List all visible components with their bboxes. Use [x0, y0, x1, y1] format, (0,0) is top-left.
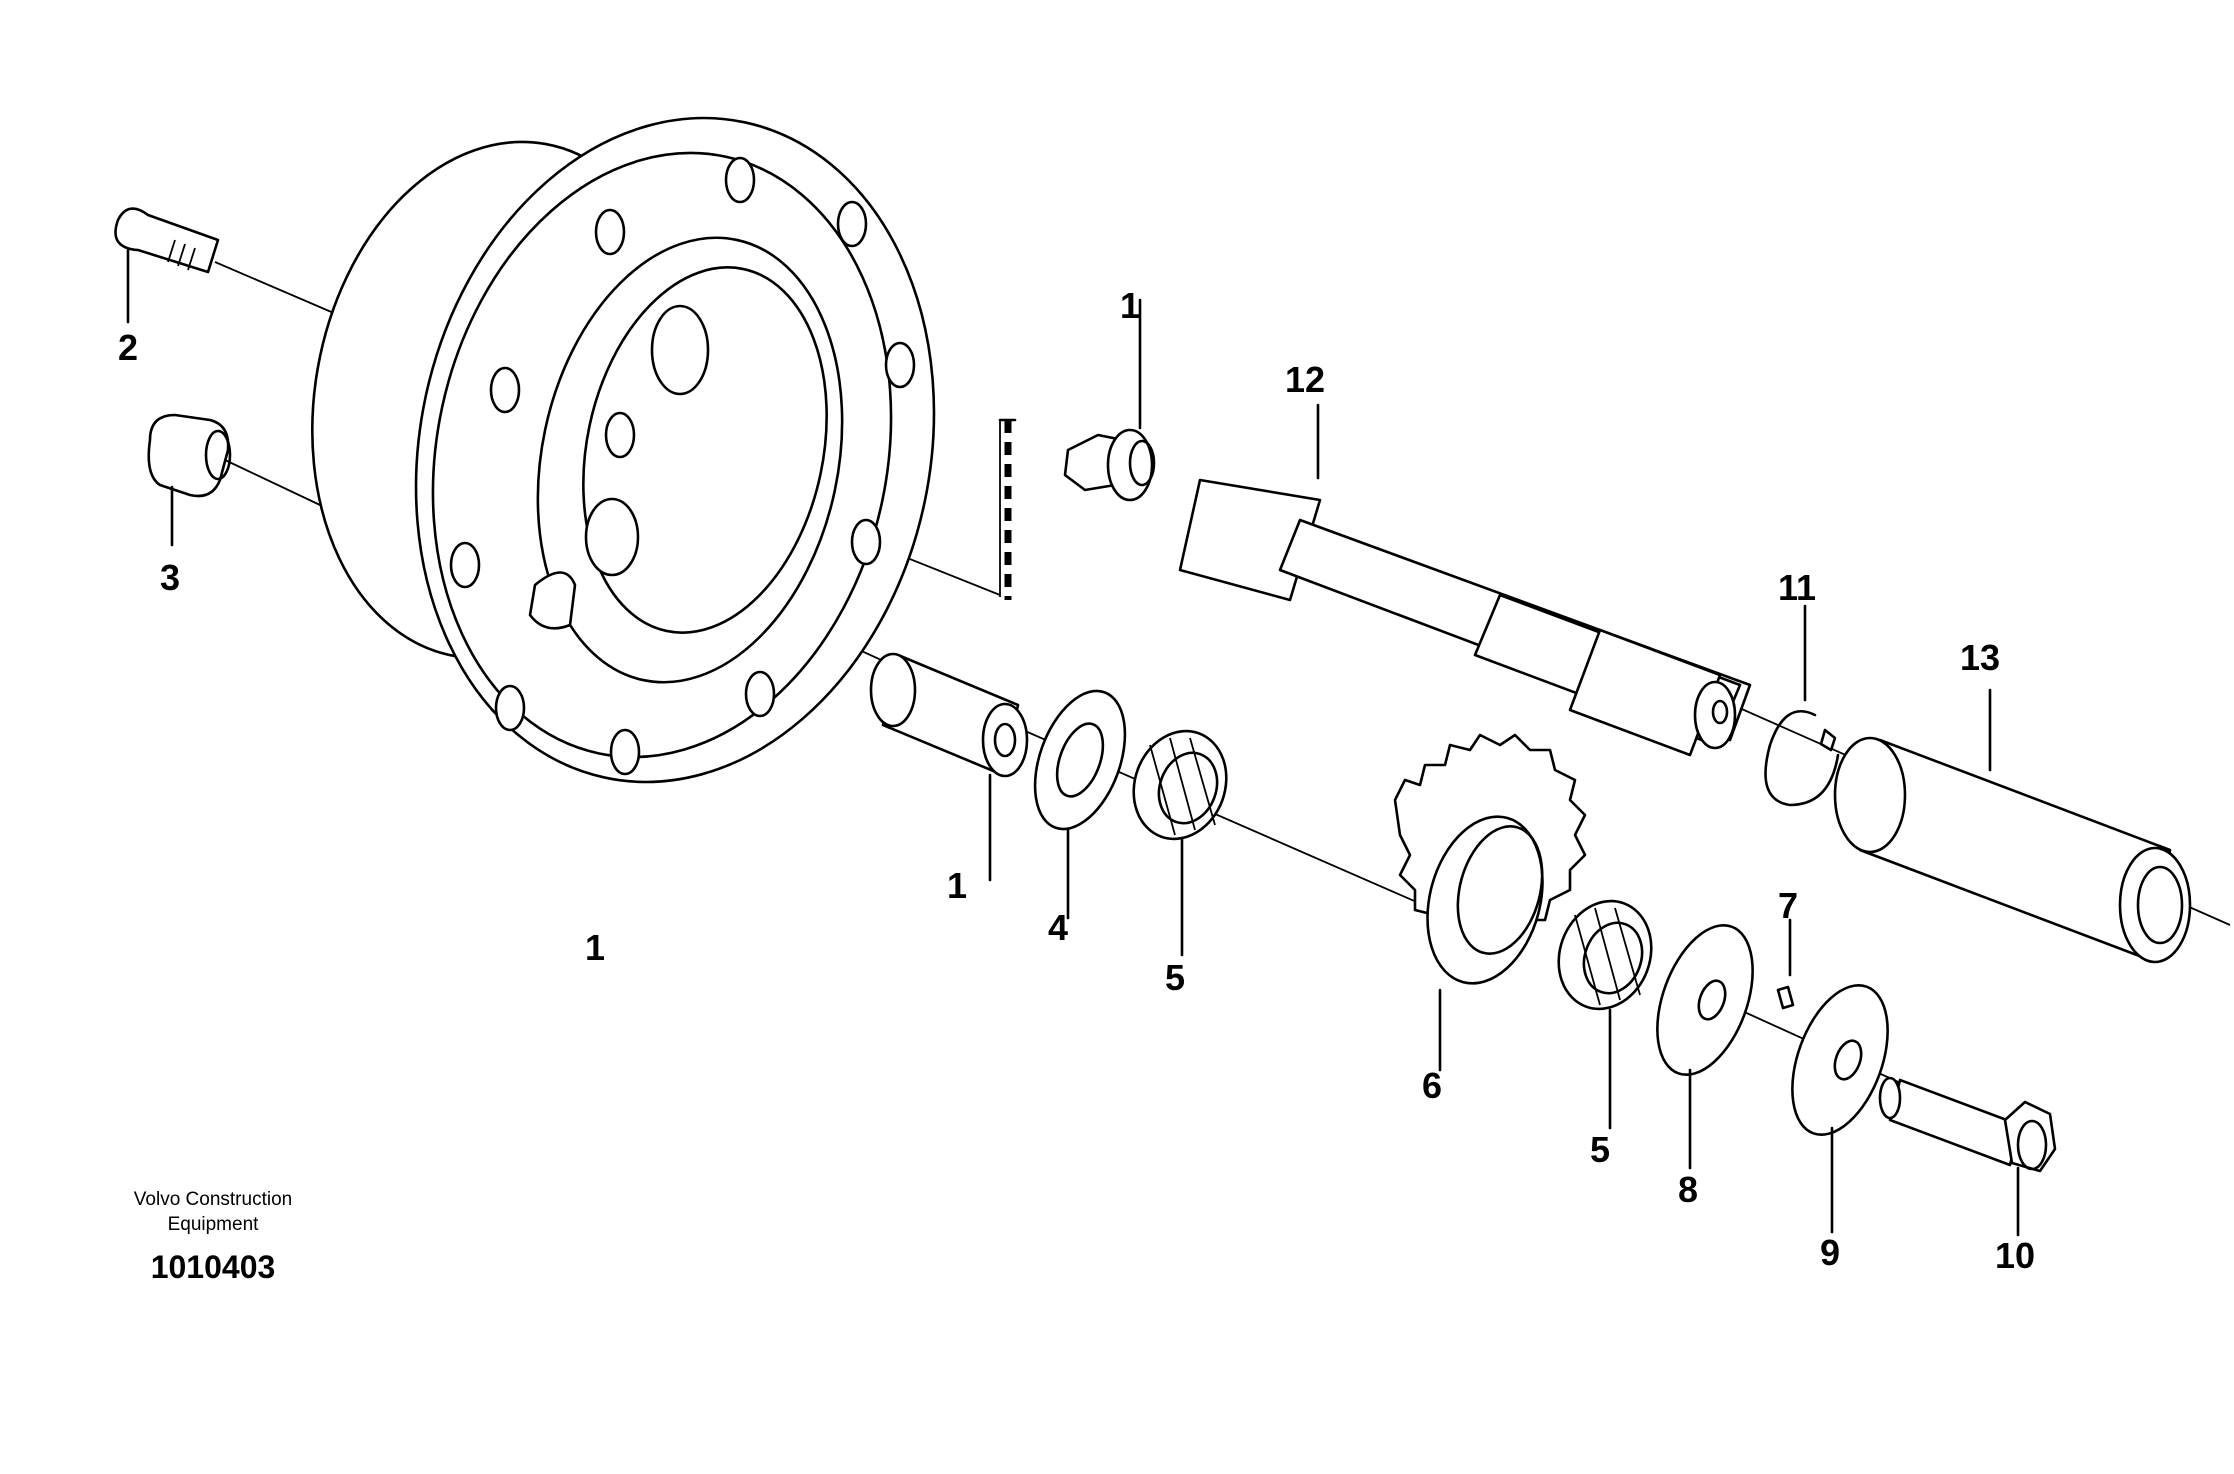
plug-part-3 [147, 413, 232, 547]
label-3: 3 [160, 557, 180, 598]
label-12: 12 [1285, 359, 1325, 400]
screw-part-2 [114, 207, 220, 324]
label-1-bushing: 1 [947, 865, 967, 906]
roller-bearing-part-5-upper [1132, 729, 1228, 957]
label-10: 10 [1995, 1235, 2035, 1276]
flange-screw-part-1 [1063, 298, 1156, 502]
label-11: 11 [1778, 567, 1816, 608]
label-1-flange-screw: 1 [1120, 285, 1140, 326]
shaft-part-12 [1178, 403, 1752, 757]
label-6: 6 [1422, 1065, 1442, 1106]
document-number: 1010403 [151, 1249, 276, 1285]
label-1-housing: 1 [585, 927, 605, 968]
washer-part-4 [1033, 689, 1127, 920]
label-5-lower: 5 [1590, 1129, 1610, 1170]
bushing-part-1 [869, 652, 1029, 882]
washer-part-9 [1791, 984, 1889, 1234]
label-8: 8 [1678, 1169, 1698, 1210]
label-5-upper: 5 [1165, 957, 1185, 998]
dashed-hidden-line [998, 418, 1017, 600]
thrust-washer-part-8 [1656, 924, 1754, 1170]
label-2: 2 [118, 327, 138, 368]
bolt-part-10 [1878, 1076, 2057, 1237]
label-9: 9 [1820, 1232, 1840, 1273]
label-7: 7 [1778, 885, 1798, 926]
label-4: 4 [1048, 907, 1068, 948]
roller-bearing-part-5-lower [1557, 899, 1653, 1130]
callout-labels: 1 12 2 3 11 13 1 4 1 5 7 6 5 8 9 10 [118, 285, 2035, 1276]
manufacturer-footer: Volvo Construction Equipment 1010403 [134, 1189, 292, 1285]
flange-bolt-holes [449, 156, 916, 776]
pin-part-7 [1776, 918, 1795, 1010]
circlip-part-11 [1764, 604, 1840, 807]
manufacturer-name-line1: Volvo Construction [134, 1189, 292, 1210]
sleeve-part-13 [1833, 688, 2192, 964]
housing-part-1 [310, 116, 936, 784]
manufacturer-name-line2: Equipment [168, 1214, 260, 1235]
gear-part-6 [1393, 733, 1587, 1072]
label-13: 13 [1960, 637, 2000, 678]
